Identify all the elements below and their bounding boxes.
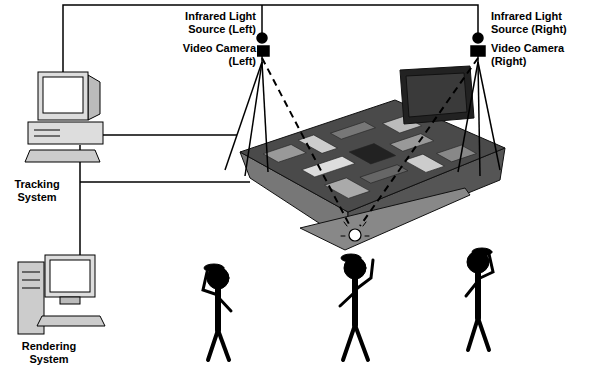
rendering-computer xyxy=(22,288,40,289)
sight-line xyxy=(360,58,478,226)
person-figure xyxy=(203,272,218,295)
person-figure xyxy=(466,248,493,350)
system-label: Tracking System xyxy=(5,178,69,204)
person-figure xyxy=(341,254,361,262)
camera-tripod xyxy=(257,33,267,43)
camera-tripod xyxy=(478,62,480,176)
person-figure xyxy=(478,254,493,279)
camera-tripod xyxy=(473,33,483,43)
workbench xyxy=(390,134,434,152)
workbench xyxy=(406,73,467,117)
camera-label: Video Camera (Right) xyxy=(490,42,587,68)
person-figure xyxy=(340,292,355,306)
rendering-computer xyxy=(45,255,95,297)
person-figure xyxy=(468,318,478,350)
rendering-computer xyxy=(18,255,105,334)
workbench xyxy=(349,144,395,164)
rendering-computer xyxy=(22,280,40,281)
camera-tripod xyxy=(225,62,262,170)
person-figure xyxy=(365,236,369,237)
person-figure xyxy=(344,222,347,226)
workbench xyxy=(325,178,370,198)
rendering-computer xyxy=(50,260,90,292)
tracking-computer xyxy=(34,130,60,131)
workbench xyxy=(263,144,306,162)
person-figure xyxy=(466,281,478,296)
person-figure xyxy=(208,330,218,360)
camera-tripod xyxy=(262,62,268,172)
person-figure xyxy=(355,325,368,360)
light-source-label: Infrared Light Source (Left) xyxy=(167,10,257,36)
person-figure xyxy=(203,264,231,360)
cable xyxy=(261,5,263,33)
person-figure xyxy=(218,330,229,360)
person-figure xyxy=(355,260,373,290)
person-figure xyxy=(218,297,231,311)
tracking-computer xyxy=(28,122,103,144)
cable xyxy=(103,134,237,136)
tracking-computer xyxy=(25,150,100,162)
person-figure xyxy=(349,229,361,241)
tracking-computer xyxy=(88,75,100,120)
person-figure xyxy=(363,222,366,226)
person-figure xyxy=(352,279,358,325)
person-figure xyxy=(340,222,373,360)
cable xyxy=(80,181,250,183)
cable xyxy=(63,5,478,72)
tracking-computer xyxy=(34,136,60,137)
rendering-computer xyxy=(22,272,40,273)
camera-tripod xyxy=(245,62,262,176)
person-figure xyxy=(343,325,355,360)
camera-label: Video Camera (Left) xyxy=(167,42,257,68)
camera-tripod xyxy=(478,62,500,170)
person-figure xyxy=(478,318,489,350)
workbench xyxy=(437,145,477,162)
person-figure xyxy=(341,236,345,237)
camera-tripod xyxy=(458,62,478,172)
camera-tripod xyxy=(255,46,269,56)
system-label: Rendering System xyxy=(12,340,86,366)
rendering-computer xyxy=(37,316,105,326)
rendering-computer xyxy=(60,297,80,304)
sight-line xyxy=(262,58,350,226)
workbench xyxy=(400,66,474,124)
camera-tripod xyxy=(471,46,485,56)
tracking-computer xyxy=(43,77,83,113)
sight-line xyxy=(262,58,478,226)
tracking-computer xyxy=(38,72,88,120)
workbench xyxy=(330,122,375,139)
workbench xyxy=(404,154,444,172)
light-source-label: Infrared Light Source (Right) xyxy=(490,10,587,36)
workbench xyxy=(302,156,355,177)
tracking-computer xyxy=(25,72,103,162)
workbench xyxy=(261,108,479,200)
